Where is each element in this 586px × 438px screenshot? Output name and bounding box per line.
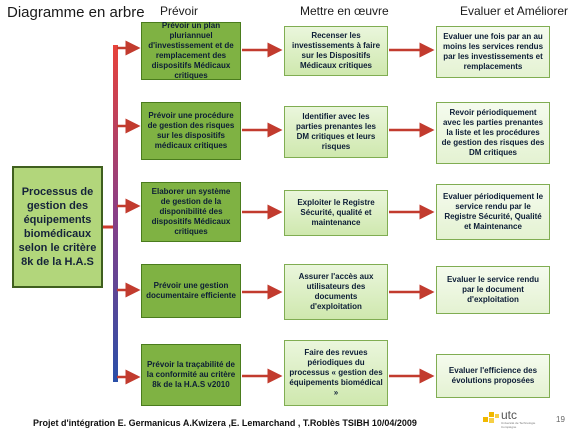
page-number: 19: [556, 415, 565, 424]
mettre-box-1: Recenser les investissements à faire sur…: [284, 26, 388, 76]
prevoir-box-4: Prévoir une gestion documentaire efficie…: [141, 264, 241, 318]
prevoir-box-2: Prévoir une procédure de gestion des ris…: [141, 102, 241, 160]
prevoir-box-1: Prévoir un plan pluriannuel d'investisse…: [141, 21, 241, 80]
utc-logo-mark-icon: [483, 412, 499, 423]
utc-logo-subtitle: Université de Technologie Compiègne: [501, 421, 536, 429]
footer-credits: Projet d'intégration E. Germanicus A.Kwi…: [33, 418, 417, 428]
diagram-title: Diagramme en arbre: [7, 4, 145, 21]
evaluer-box-5: Evaluer l'efficience des évolutions prop…: [436, 354, 550, 398]
column-header-evaluer: Evaluer et Améliorer: [460, 4, 569, 18]
utc-logo: utc Université de Technologie Compiègne: [483, 408, 545, 432]
evaluer-box-3: Evaluer périodiquement le service rendu …: [436, 184, 550, 240]
prevoir-box-5: Prévoir la traçabilité de la conformité …: [141, 344, 241, 406]
evaluer-box-1: Evaluer une fois par an au moins les ser…: [436, 26, 550, 78]
evaluer-box-2: Revoir périodiquement avec les parties p…: [436, 102, 550, 164]
column-header-mettre: Mettre en œuvre: [300, 4, 389, 18]
prevoir-box-3: Elaborer un système de gestion de la dis…: [141, 182, 241, 242]
evaluer-box-4: Evaluer le service rendu par le document…: [436, 266, 550, 314]
mettre-box-3: Exploiter le Registre Sécurité, qualité …: [284, 190, 388, 236]
root-process-label: Processus de gestion des équipements bio…: [18, 186, 97, 268]
root-process-box: Processus de gestion des équipements bio…: [12, 166, 103, 288]
utc-logo-text: utc: [501, 408, 518, 422]
mettre-box-2: Identifier avec les parties prenantes le…: [284, 106, 388, 158]
column-header-prevoir: Prévoir: [160, 4, 199, 18]
mettre-box-5: Faire des revues périodiques du processu…: [284, 340, 388, 406]
mettre-box-4: Assurer l'accès aux utilisateurs des doc…: [284, 264, 388, 320]
